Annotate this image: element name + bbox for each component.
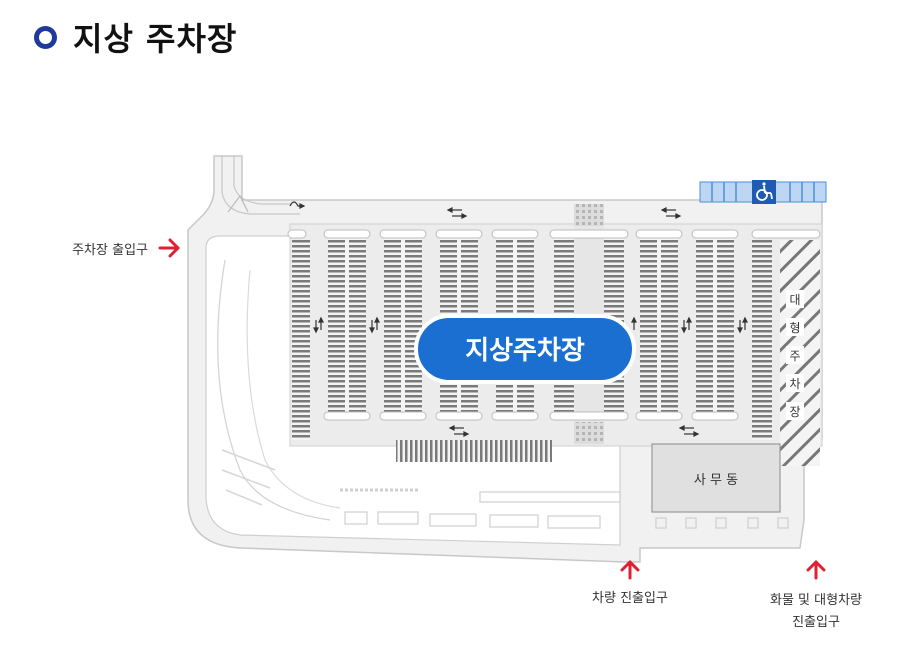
office-building	[651, 443, 781, 513]
landscape-path-a	[217, 259, 331, 521]
island-caps	[287, 229, 821, 421]
cargo-gate-label-2: 진출입구	[792, 615, 840, 630]
handicap-dividers	[711, 182, 815, 202]
parking-lot: 사 무 동 대 형 주 차 장 지상주차장	[287, 180, 827, 513]
title-bullet-icon	[34, 25, 57, 49]
entry-curve-a	[221, 156, 300, 215]
stalls-left	[292, 240, 310, 440]
svg-text:장: 장	[789, 405, 800, 419]
large-lot-label: 대 형 주 차 장	[786, 290, 804, 420]
entrance-left-arrow-icon	[158, 238, 180, 258]
office-label: 사 무 동	[694, 473, 738, 488]
entrance-left-label: 주차장 출입구	[72, 243, 148, 258]
landscape-steps	[221, 449, 276, 506]
title-text: 지상 주차장	[73, 20, 238, 58]
entry-island	[227, 194, 249, 213]
page-title: 지상 주차장	[34, 14, 237, 60]
stalls-bottom	[396, 440, 552, 462]
landscape-path-b	[246, 269, 341, 509]
center-label-pill	[414, 314, 636, 384]
svg-text:대: 대	[789, 293, 800, 307]
entry-curve-b	[233, 156, 290, 205]
cargo-gate-arrow-icon	[806, 560, 826, 580]
stalls-right	[752, 240, 772, 440]
vehicle-gate-label: 차량 진출입구	[592, 591, 668, 606]
cargo-gate-label-1: 화물 및 대형차량	[770, 593, 862, 608]
walkway-top-cross	[574, 204, 604, 226]
vehicle-gate-arrow-icon	[620, 560, 640, 580]
traffic-arrows	[289, 201, 748, 437]
walkway-bottom-cross	[574, 422, 604, 444]
svg-text:차: 차	[789, 377, 800, 391]
bottom-markings	[344, 491, 789, 529]
svg-text:형: 형	[789, 321, 800, 335]
center-label: 지상주차장	[465, 336, 585, 366]
svg-text:주: 주	[789, 349, 800, 363]
